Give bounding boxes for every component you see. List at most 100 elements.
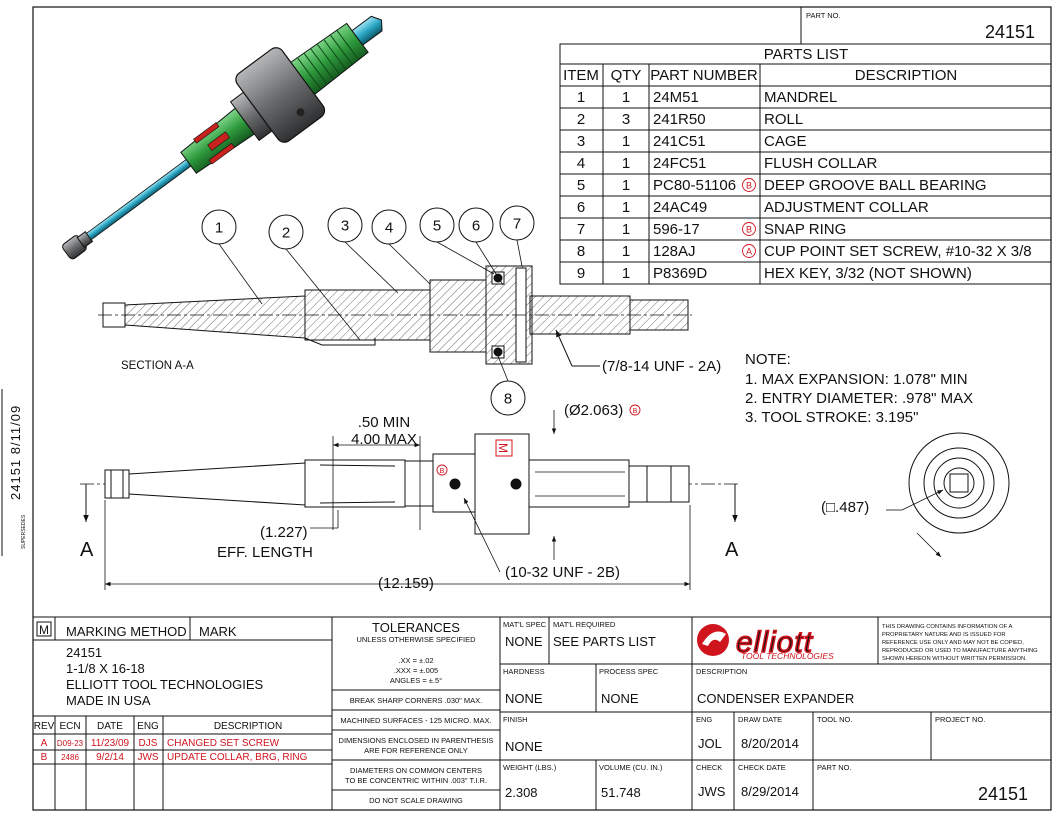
- eng-label: ENG: [696, 715, 712, 724]
- dims-ref-2: ARE FOR REFERENCE ONLY: [364, 746, 468, 755]
- dim-square: (□.487): [821, 499, 869, 516]
- parts-row-item: 6: [577, 199, 585, 216]
- rev-row-rev: A: [41, 738, 48, 749]
- parts-row-qty: 1: [622, 133, 630, 150]
- mark-symbol: M: [496, 443, 510, 453]
- parts-row-qty: 1: [622, 177, 630, 194]
- diam-common-1: DIAMETERS ON COMMON CENTERS: [350, 766, 482, 775]
- notes-block: NOTE: 1. MAX EXPANSION: 1.078" MIN 2. EN…: [745, 351, 973, 426]
- end-view: [886, 432, 1010, 558]
- dim-diameter: (Ø2.063): [564, 402, 623, 419]
- balloon-number: 8: [504, 391, 512, 408]
- dim-eff-label: EFF. LENGTH: [217, 544, 313, 561]
- volume-value: 51.748: [601, 785, 641, 800]
- parts-row-qty: 1: [622, 199, 630, 216]
- part-no-label-bottom: PART NO.: [817, 763, 852, 772]
- parts-row-item: 5: [577, 177, 585, 194]
- note-3: 3. TOOL STROKE: 3.195": [745, 409, 918, 426]
- balloon-number: 6: [472, 218, 480, 235]
- proprietary-5: SHOWN HEREON WITHOUT WRITTEN PERMISSION.: [882, 656, 1027, 662]
- isometric-tool-view: [62, 15, 383, 260]
- rev-marker-circle: [742, 244, 756, 258]
- dim-diameter-rev: B: [633, 408, 638, 415]
- proprietary-1: THIS DRAWING CONTAINS INFORMATION OF A: [882, 624, 1012, 630]
- rev-row-rev: B: [41, 752, 48, 763]
- parts-row-part: 241R50: [653, 111, 706, 128]
- parts-row-desc: CUP POINT SET SCREW, #10-32 X 3/8: [764, 243, 1032, 260]
- note-2: 2. ENTRY DIAMETER: .978" MAX: [745, 390, 973, 407]
- balloon-circle: [268, 214, 304, 250]
- parts-row-qty: 1: [622, 265, 630, 282]
- parts-row-part: PC80-51106: [653, 177, 736, 194]
- part-no-top: 24151: [985, 22, 1035, 42]
- parts-row-desc: MANDREL: [764, 89, 837, 106]
- tool-no-label: TOOL NO.: [817, 715, 852, 724]
- mark-line-2: 1-1/8 X 16-18: [66, 661, 145, 676]
- matl-req-label: MAT'L REQUIRED: [553, 620, 616, 629]
- parts-row-qty: 3: [622, 111, 630, 128]
- part-no-label-top: PART NO.: [806, 11, 841, 20]
- hardness-label: HARDNESS: [503, 667, 545, 676]
- mark-line-4: MADE IN USA: [66, 693, 151, 708]
- title-block: [33, 616, 1051, 810]
- no-scale: DO NOT SCALE DRAWING: [369, 796, 463, 805]
- parts-row-qty: 1: [622, 155, 630, 172]
- dims-ref-1: DIMENSIONS ENCLOSED IN PARENTHESIS: [339, 736, 494, 745]
- check-label: CHECK: [696, 763, 722, 772]
- mark-line-3: ELLIOTT TOOL TECHNOLOGIES: [66, 677, 264, 692]
- break-edges: BREAK SHARP CORNERS .030" MAX.: [350, 696, 483, 705]
- parts-row-desc: DEEP GROOVE BALL BEARING: [764, 177, 987, 194]
- section-label: SECTION A-A: [121, 360, 194, 372]
- parts-row-desc: HEX KEY, 3/32 (NOT SHOWN): [764, 265, 972, 282]
- parts-row-rev: B: [746, 225, 752, 235]
- dim-setscrew: (10-32 UNF - 2B): [505, 564, 620, 581]
- parts-row-item: 4: [577, 155, 585, 172]
- machined-surfaces: MACHINED SURFACES - 125 MICRO. MAX.: [340, 716, 491, 725]
- elevation-view: [80, 433, 740, 535]
- parts-header-0: ITEM: [563, 67, 599, 84]
- rev-header-date: DATE: [97, 721, 123, 732]
- parts-row-item: 1: [577, 89, 585, 106]
- finish-value: NONE: [505, 739, 543, 754]
- rev-row-date: 9/2/14: [96, 752, 124, 763]
- check-value: JWS: [698, 784, 726, 799]
- weight-value: 2.308: [505, 785, 538, 800]
- eng-value: JOL: [698, 736, 722, 751]
- dim-min: .50 MIN: [358, 414, 411, 431]
- logo-word: elliott: [736, 626, 814, 659]
- dim-eff-value: (1.227): [260, 524, 308, 541]
- parts-row-item: 2: [577, 111, 585, 128]
- balloon-leader: [388, 243, 431, 285]
- section-letter-left: A: [80, 539, 94, 561]
- parts-list-title: PARTS LIST: [764, 46, 848, 63]
- marking-symbol: M: [39, 623, 49, 637]
- tol-sub: UNLESS OTHERWISE SPECIFIED: [356, 635, 476, 644]
- project-no-label: PROJECT NO.: [935, 715, 985, 724]
- tol-line-2: .XXX = ±.005: [394, 666, 438, 675]
- parts-row-desc: ROLL: [764, 111, 803, 128]
- volume-label: VOLUME (CU. IN.): [599, 763, 663, 772]
- parts-row-part: 24AC49: [653, 199, 707, 216]
- parts-row-part: 241C51: [653, 133, 706, 150]
- parts-row-rev: B: [746, 181, 752, 191]
- balloon-number: 5: [433, 218, 441, 235]
- balloon-number: 2: [282, 225, 290, 242]
- balloon-circle: [419, 207, 455, 243]
- description-label: DESCRIPTION: [696, 667, 747, 676]
- mark-line-1: 24151: [66, 645, 102, 660]
- tol-line-3: ANGLES = ±.5°: [390, 676, 442, 685]
- setscrew-rev-marker: B: [440, 468, 445, 475]
- balloon-circle: [201, 209, 237, 245]
- balloon-number: 1: [215, 220, 223, 237]
- rev-row-desc: UPDATE COLLAR, BRG, RING: [167, 752, 308, 763]
- balloon-number: 4: [385, 220, 393, 237]
- rev-header-eng: ENG: [137, 721, 159, 732]
- tol-title: TOLERANCES: [372, 620, 460, 635]
- check-date-label: CHECK DATE: [738, 763, 786, 772]
- balloon-leader: [497, 355, 509, 382]
- rev-row-eng: JWS: [137, 752, 158, 763]
- parts-row-item: 7: [577, 221, 585, 238]
